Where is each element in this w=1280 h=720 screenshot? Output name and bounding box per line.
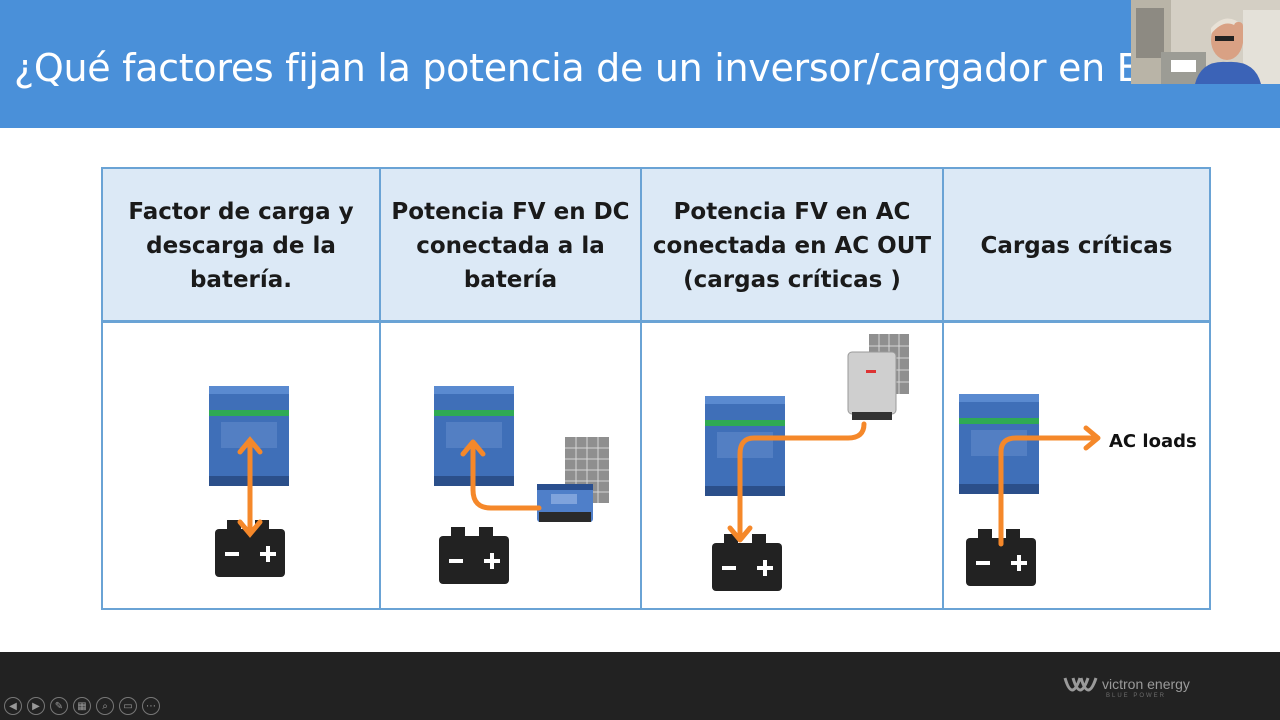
header-line: descarga de la — [146, 233, 336, 259]
factors-table: Factor de carga y descarga de la batería… — [101, 167, 1211, 610]
column-divider — [379, 169, 381, 608]
battery-icon — [966, 529, 1036, 586]
presenter-controls: ◀ ▶ ✎ ▦ ⌕ ▭ ⋯ — [4, 697, 160, 717]
slide-title: ¿Qué factores fijan la potencia de un in… — [14, 46, 1220, 90]
header-line: batería — [463, 267, 558, 293]
arrow-icon — [460, 439, 542, 511]
header-line: Potencia FV en AC — [673, 199, 911, 225]
header-pv-dc: Potencia FV en DC conectada a la batería — [381, 169, 640, 323]
slide-header: ¿Qué factores fijan la potencia de un in… — [0, 0, 1280, 128]
subtitles-icon[interactable]: ▭ — [119, 697, 137, 715]
header-line: conectada en AC OUT — [652, 233, 932, 259]
header-critical-loads: Cargas críticas — [944, 169, 1209, 323]
arrow-icon — [727, 421, 867, 543]
brand-tagline: BLUE POWER — [1106, 693, 1167, 699]
table-header-row — [103, 169, 1209, 323]
header-line: conectada a la — [416, 233, 605, 259]
header-line: Potencia FV en DC — [391, 199, 630, 225]
header-line: Factor de carga y — [128, 199, 354, 225]
pv-dc-diagram — [381, 324, 640, 608]
header-pv-ac: Potencia FV en AC conectada en AC OUT (c… — [642, 169, 942, 323]
column-divider — [942, 169, 944, 608]
next-icon[interactable]: ▶ — [27, 697, 45, 715]
inverter-icon — [705, 396, 785, 496]
more-icon[interactable]: ⋯ — [142, 697, 160, 715]
battery-icon — [712, 534, 782, 591]
header-line: batería. — [189, 267, 293, 293]
pv-inverter-icon — [847, 351, 897, 420]
pen-icon[interactable]: ✎ — [50, 697, 68, 715]
header-line: Cargas críticas — [980, 233, 1173, 259]
critical-loads-diagram — [944, 324, 1209, 608]
pv-ac-diagram — [642, 324, 942, 608]
header-battery-factor: Factor de carga y descarga de la batería… — [103, 169, 379, 323]
charge-controller-icon — [537, 484, 593, 522]
prev-icon[interactable]: ◀ — [4, 697, 22, 715]
slides-icon[interactable]: ▦ — [73, 697, 91, 715]
bidirectional-arrow-icon — [237, 436, 263, 538]
victron-logo-icon — [1063, 677, 1098, 692]
arrow-icon — [998, 425, 1101, 547]
ac-loads-label: AC loads — [1109, 431, 1197, 452]
presenter-webcam — [1131, 0, 1280, 84]
victron-logo: victron energy BLUE POWER — [1062, 672, 1202, 706]
zoom-icon[interactable]: ⌕ — [96, 697, 114, 715]
header-line: (cargas críticas ) — [683, 267, 901, 293]
battery-icon — [215, 520, 285, 577]
battery-icon — [439, 527, 509, 584]
battery-charge-diagram — [103, 324, 379, 608]
brand-name: victron energy — [1102, 676, 1190, 692]
column-divider — [640, 169, 642, 608]
